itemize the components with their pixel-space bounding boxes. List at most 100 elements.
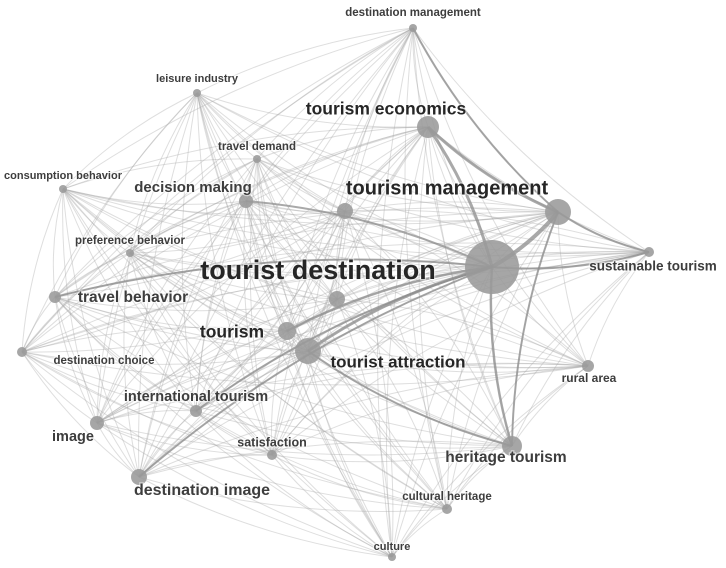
edge [557, 211, 589, 367]
edge [129, 252, 309, 352]
edge [418, 126, 448, 510]
edge [245, 200, 589, 367]
node-circle-sustainable-tourism[interactable] [644, 247, 654, 257]
node-circle-tourist-destination[interactable] [465, 240, 519, 294]
node-label-tourism-management: tourism management [346, 177, 549, 199]
edge [245, 200, 338, 300]
edge [256, 27, 414, 160]
edge [196, 27, 414, 94]
node-circle-heritage-tourism[interactable] [502, 436, 522, 456]
edge [138, 251, 650, 478]
edge [196, 92, 288, 332]
edge-strong [511, 211, 559, 447]
edge [129, 252, 288, 332]
edge [62, 188, 273, 456]
edge [54, 27, 414, 298]
node-circle-travel-demand[interactable] [253, 155, 261, 163]
edge [138, 410, 197, 478]
edge [21, 188, 64, 353]
node-circle-preference-behavior[interactable] [126, 249, 134, 257]
edge [129, 252, 273, 456]
edge [307, 211, 559, 352]
edge [54, 296, 98, 424]
edge [446, 266, 493, 510]
edge [62, 188, 493, 268]
edge [96, 422, 513, 456]
node-circle-culture[interactable] [388, 553, 396, 561]
edge [54, 126, 429, 298]
edge [54, 211, 559, 298]
node-circle-tourism-economics[interactable] [417, 116, 439, 138]
edge [138, 126, 429, 478]
edge [391, 365, 589, 558]
edge [195, 210, 346, 412]
node-circle-leisure-industry[interactable] [193, 89, 201, 97]
node-circle-rural-area[interactable] [582, 360, 594, 372]
edge [54, 200, 247, 298]
edge [256, 158, 346, 212]
edge [195, 410, 273, 456]
edge [196, 92, 247, 202]
edge [181, 92, 198, 412]
edge [335, 210, 346, 300]
edge [195, 410, 393, 558]
edge [307, 350, 393, 558]
node-circle-satisfaction[interactable] [267, 450, 277, 460]
node-circle-unlabeled-22[interactable] [337, 203, 353, 219]
edge [138, 27, 414, 478]
edge [138, 298, 338, 478]
node-circle-travel-behavior[interactable] [49, 291, 61, 303]
node-label-consumption-behavior: consumption behavior [4, 170, 123, 182]
node-label-sustainable-tourism: sustainable tourism [589, 259, 717, 274]
edge [138, 454, 273, 478]
edge-strong [54, 258, 493, 298]
node-circle-unlabeled-23[interactable] [329, 291, 345, 307]
node-label-tourism: tourism [200, 322, 264, 342]
node-label-destination-choice: destination choice [54, 355, 155, 367]
edge [196, 92, 513, 447]
edge [62, 188, 140, 478]
edge [446, 211, 559, 510]
edge [62, 188, 448, 510]
edge [270, 330, 288, 456]
edge [307, 350, 589, 373]
node-circle-international-tourism[interactable] [190, 405, 202, 417]
node-circle-tourist-attraction[interactable] [295, 338, 321, 364]
edge [62, 188, 247, 205]
edge [129, 252, 448, 510]
edge [243, 200, 273, 456]
node-circle-decision-making[interactable] [239, 194, 253, 208]
edge [96, 211, 559, 424]
edge [344, 27, 414, 212]
edge [21, 251, 650, 353]
edge [412, 27, 650, 253]
edge [21, 252, 131, 353]
node-circle-destination-management[interactable] [409, 24, 417, 32]
edge [62, 188, 346, 216]
edge [245, 200, 288, 332]
edge [54, 242, 650, 298]
node-circle-destination-choice[interactable] [17, 347, 27, 357]
edge [256, 158, 393, 558]
edge [195, 410, 448, 510]
node-circle-tourism[interactable] [278, 322, 296, 340]
edge [62, 188, 131, 254]
edge [307, 210, 346, 352]
edge [344, 210, 513, 447]
node-label-leisure-industry: leisure industry [156, 73, 239, 85]
node-label-preference-behavior: preference behavior [75, 235, 185, 247]
edge [446, 251, 650, 510]
edge [138, 210, 346, 478]
edge [96, 422, 273, 456]
node-circle-destination-image[interactable] [131, 469, 147, 485]
node-circle-image[interactable] [90, 416, 104, 430]
edge [404, 27, 448, 510]
edge [412, 27, 493, 268]
edge [196, 92, 559, 213]
node-circle-tourism-management[interactable] [545, 199, 571, 225]
edge [511, 251, 650, 447]
edge [245, 200, 346, 213]
node-circle-consumption-behavior[interactable] [59, 185, 67, 193]
edge [129, 252, 393, 558]
node-circle-cultural-heritage[interactable] [442, 504, 452, 514]
